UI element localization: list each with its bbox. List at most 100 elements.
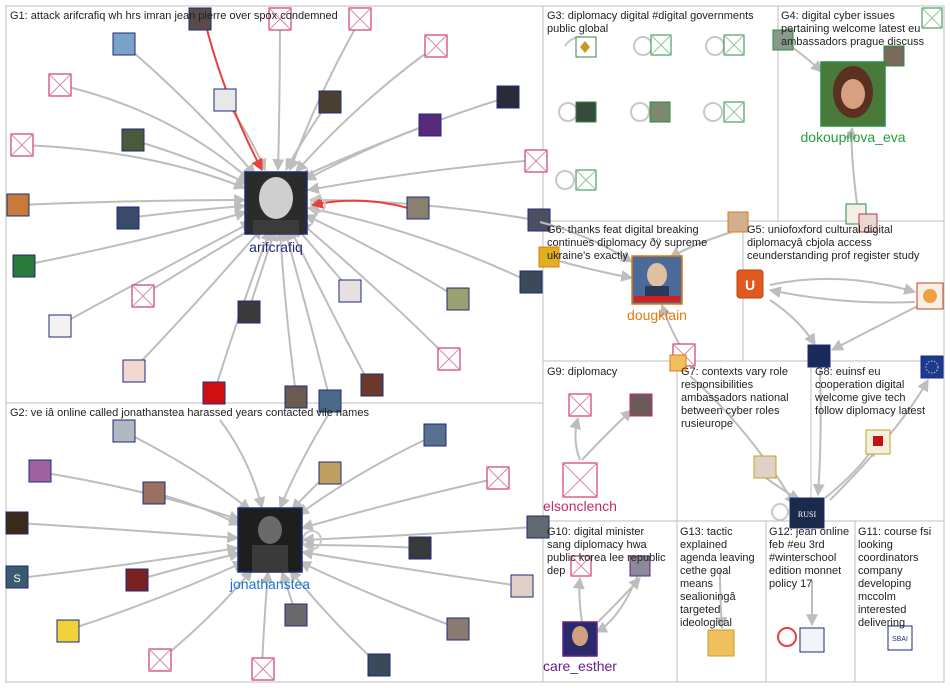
node-avatar[interactable] [418,113,442,137]
node-avatar[interactable] [772,29,794,51]
node-avatar-initial[interactable] [5,565,29,589]
node-avatar[interactable] [122,359,146,383]
node-avatar[interactable] [237,300,261,324]
node-avatar[interactable] [12,254,36,278]
placeholder-cross [486,466,510,490]
node-avatar[interactable] [669,354,687,372]
placeholder-cross [268,7,292,31]
node-avatar[interactable] [48,314,72,338]
g11-g13-nodes: SBAI [707,569,913,657]
node-avatar[interactable] [116,206,140,230]
node-avatar[interactable] [367,653,391,677]
g2-nodes: S [5,419,550,681]
panel-g11 [854,520,945,683]
node-avatar[interactable] [446,617,470,641]
g11-label: G11: course fsi looking coordinators com… [858,526,934,629]
hub-label-jonathanstea: jonathanstea [229,576,310,592]
placeholder-cross [48,73,72,97]
node-avatar[interactable] [423,423,447,447]
hub-care-esther[interactable] [562,621,598,657]
node-avatar[interactable] [446,287,470,311]
placeholder-cross [437,347,461,371]
placeholder-cross [575,169,597,191]
node-avatar[interactable] [526,515,550,539]
g2-edges [17,411,535,669]
node-avatar[interactable] [56,619,80,643]
node-logo[interactable] [736,269,764,299]
node-avatar[interactable] [112,32,136,56]
hub-jonathanstea[interactable] [237,507,303,573]
node-avatar[interactable] [338,279,362,303]
node-logo[interactable] [887,625,913,651]
node-avatar[interactable] [649,101,671,123]
node-avatar[interactable] [112,419,136,443]
node-avatar[interactable] [408,536,432,560]
node-avatar[interactable] [575,101,597,123]
hub-label-dougklain: dougklain [627,307,687,323]
placeholder-cross [131,284,155,308]
g4-label: G4: digital cyber issues pertaining welc… [781,10,925,48]
hub-dokoupilova-eva[interactable] [820,61,886,127]
logo-mark: U [745,277,755,293]
node-avatar[interactable] [284,603,308,627]
g1-label: G1: attack arifcrafiq wh hrs imran jean … [10,10,338,22]
node-avatar[interactable] [629,555,651,577]
node-avatar[interactable] [142,481,166,505]
node-avatar[interactable] [318,90,342,114]
node-avatar[interactable] [188,7,212,31]
node-avatar[interactable] [753,455,777,479]
node-avatar[interactable] [727,211,749,233]
node-avatar[interactable] [916,282,944,310]
g9-label: G9: diplomacy [547,366,618,378]
logo-mark: SBAI [892,636,908,643]
node-avatar[interactable] [5,511,29,535]
node-avatar[interactable] [527,208,551,232]
g8-label: G8: euinsf eu cooperation digital welcom… [814,366,925,417]
g3-nodes [555,34,745,191]
hub-label-care-esther: care_esther [543,658,617,674]
placeholder-cross [570,555,592,577]
placeholder-cross [251,657,275,681]
node-avatar[interactable] [406,196,430,220]
placeholder-cross [650,34,672,56]
hub-label-dokoupilova-eva: dokoupilova_eva [800,129,905,145]
node-avatar[interactable] [125,568,149,592]
node-avatar[interactable] [28,459,52,483]
g2-label: G2: ve iâ online called jonathanstea har… [10,407,369,419]
group-labels: G1: attack arifcrafiq wh hrs imran jean … [10,10,934,629]
node-avatar[interactable] [707,629,735,657]
node-avatar[interactable] [807,344,831,368]
node-avatar[interactable] [538,246,560,268]
placeholder-cross [568,393,592,417]
node-avatar[interactable] [284,385,308,409]
g10-nodes [570,555,651,633]
node-avatar[interactable] [6,193,30,217]
hub-arifcrafiq[interactable] [244,171,308,235]
node-avatar[interactable] [496,85,520,109]
node-avatar[interactable] [510,574,534,598]
hub-elsonclench[interactable] [562,462,598,498]
placeholder-cross [348,7,372,31]
g5-label: G5: uniofoxford cultural digital diploma… [747,224,920,262]
node-avatar[interactable] [121,128,145,152]
node-avatar[interactable] [519,270,543,294]
node-logo[interactable] [789,497,825,529]
node-avatar[interactable] [360,373,384,397]
node-avatar[interactable] [883,45,905,67]
node-avatar[interactable] [202,381,226,405]
node-avatar[interactable] [920,355,944,379]
placeholder-cross [148,648,172,672]
emblem-icon [580,41,590,53]
placeholder-cross [524,149,548,173]
placeholder-cross [10,133,34,157]
hub-label-arifcrafiq: arifcrafiq [249,239,303,255]
node-avatar[interactable] [318,461,342,485]
node-avatar[interactable] [799,627,825,653]
node-avatar[interactable] [213,88,237,112]
g9-nodes [568,393,653,461]
node-avatar[interactable] [858,213,878,233]
node-avatar[interactable] [629,393,653,417]
placeholder-cross [921,7,943,29]
hub-dougklain[interactable] [631,255,683,305]
